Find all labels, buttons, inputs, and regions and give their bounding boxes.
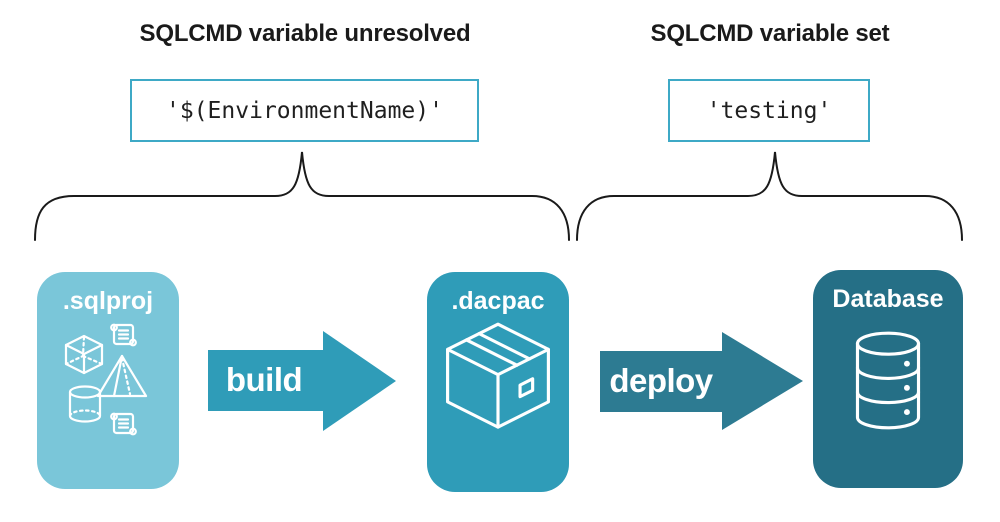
cylinder-icon	[68, 385, 102, 423]
script-icon-bottom	[110, 412, 137, 436]
title-sqlcmd-unresolved: SQLCMD variable unresolved	[139, 20, 471, 47]
code-box-set: 'testing'	[668, 79, 870, 142]
left-brace	[34, 151, 570, 241]
package-icon	[446, 322, 550, 429]
code-value-set: 'testing'	[706, 97, 832, 124]
script-icon-top	[110, 323, 137, 347]
node-database: Database	[813, 270, 963, 488]
brace-connectors	[34, 151, 963, 241]
build-arrow-label: build	[225, 361, 303, 398]
code-value-unresolved: '$(EnvironmentName)'	[166, 97, 443, 124]
right-brace	[576, 151, 963, 241]
sql-objects-icon	[64, 323, 148, 436]
title-sqlcmd-set: SQLCMD variable set	[650, 20, 890, 47]
node-sqlproj-label: .sqlproj	[62, 287, 154, 315]
pyramid-icon	[96, 354, 148, 398]
build-arrow	[208, 331, 396, 431]
cube-icon	[64, 334, 104, 375]
node-sqlproj: .sqlproj	[37, 272, 179, 489]
node-database-label: Database	[832, 285, 944, 313]
node-dacpac: .dacpac	[427, 272, 569, 492]
node-dacpac-label: .dacpac	[451, 287, 545, 315]
code-box-unresolved: '$(EnvironmentName)'	[130, 79, 479, 142]
database-icon	[855, 331, 921, 430]
deploy-arrow	[600, 332, 803, 430]
deploy-arrow-label: deploy	[609, 362, 713, 399]
